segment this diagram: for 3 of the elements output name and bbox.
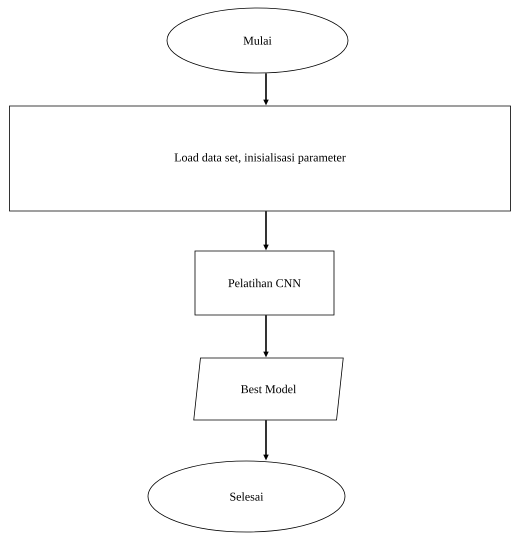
process-box: Load data set, inisialisasi parameter (9, 106, 511, 212)
process-box: Pelatihan CNN (194, 250, 334, 316)
data-parallelogram: Best Model (193, 358, 344, 420)
